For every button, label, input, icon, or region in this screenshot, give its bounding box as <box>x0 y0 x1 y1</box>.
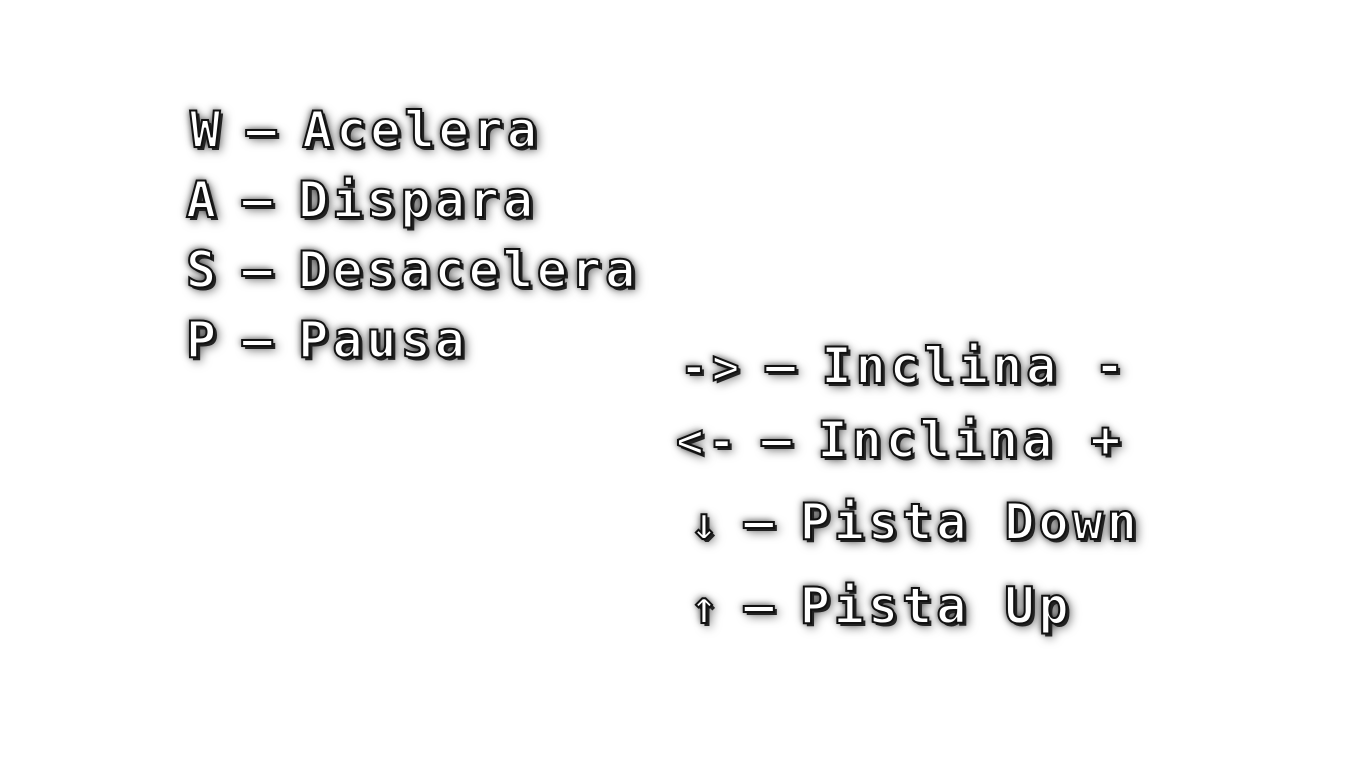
action-label-lane-down: Pista Down <box>799 493 1141 551</box>
separator-dash: — <box>764 337 800 395</box>
action-label-lane-up: Pista Up <box>799 577 1073 635</box>
separator-dash: — <box>743 577 778 635</box>
control-decelerate: S — Desacelera <box>185 241 640 299</box>
control-lane-down: ↓ — Pista Down <box>689 493 1141 551</box>
control-pause: P — Pausa <box>185 311 469 369</box>
separator-dash: — <box>241 311 277 369</box>
right-arrow-icon: -> <box>679 339 744 395</box>
action-label-tilt-minus: Inclina - <box>821 337 1129 395</box>
separator-dash: — <box>241 171 277 229</box>
left-arrow-icon: <- <box>675 413 740 469</box>
control-accelerate: W — Acelera <box>189 101 541 159</box>
action-label-tilt-plus: Inclina + <box>817 411 1125 469</box>
control-tilt-plus: <- — Inclina + <box>675 411 1125 469</box>
separator-dash: — <box>245 101 281 159</box>
control-fire: A — Dispara <box>185 171 537 229</box>
control-lane-up: ↑ — Pista Up <box>689 577 1073 635</box>
action-label-fire: Dispara <box>297 171 537 229</box>
separator-dash: — <box>743 493 778 551</box>
separator-dash: — <box>760 411 796 469</box>
action-label-decelerate: Desacelera <box>297 241 640 299</box>
separator-dash: — <box>241 241 277 299</box>
action-label-accelerate: Acelera <box>301 101 541 159</box>
key-s: S <box>185 241 221 299</box>
key-p: P <box>185 311 221 369</box>
key-w: W <box>189 101 225 159</box>
down-arrow-icon: ↓ <box>689 495 722 551</box>
key-a: A <box>185 171 221 229</box>
up-arrow-icon: ↑ <box>689 579 722 635</box>
action-label-pause: Pausa <box>297 311 469 369</box>
control-tilt-minus: -> — Inclina - <box>679 337 1129 395</box>
